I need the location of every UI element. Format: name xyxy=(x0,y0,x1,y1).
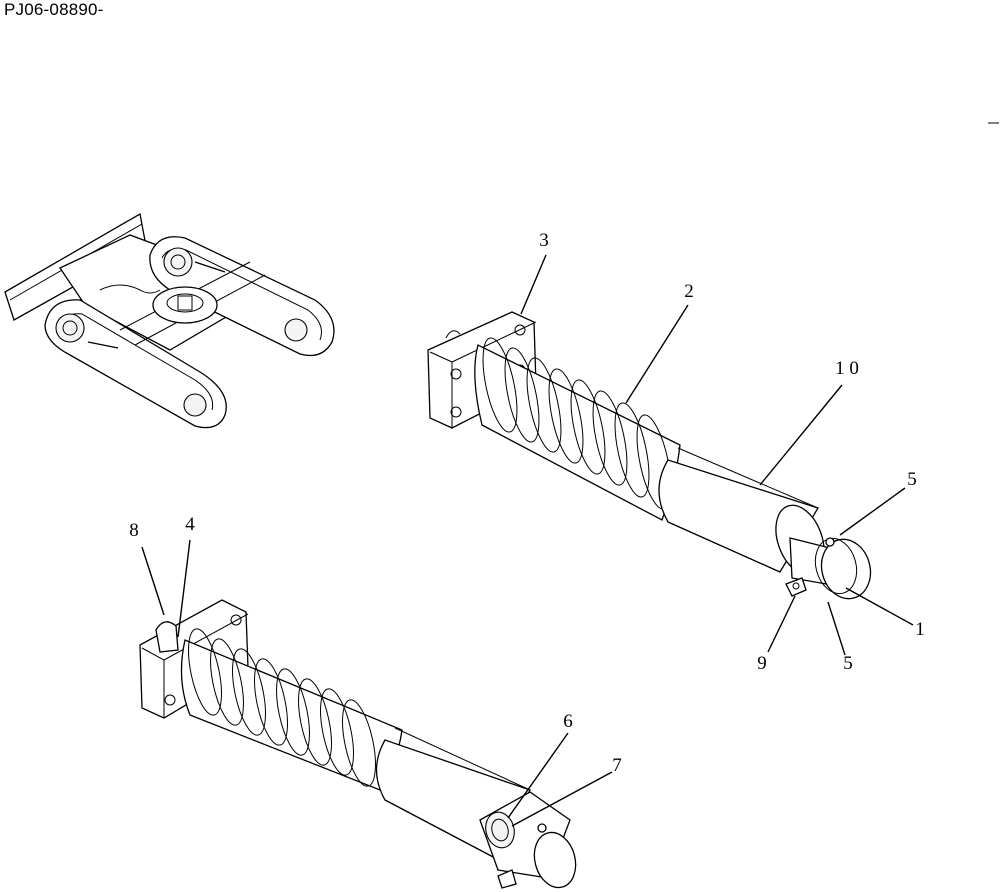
callout-5-top: 5 xyxy=(907,469,917,490)
callout-9: 9 xyxy=(757,653,767,674)
callout-2: 2 xyxy=(684,281,694,302)
callout-5-bottom: 5 xyxy=(843,653,853,674)
callout-1: 1 xyxy=(915,619,925,640)
callout-8: 8 xyxy=(129,520,139,541)
document-id-label: PJ06-08890- xyxy=(4,0,104,19)
lower-cylinder-assembly xyxy=(139,599,577,889)
leader-lines xyxy=(141,254,914,827)
callout-3: 3 xyxy=(539,230,549,251)
callout-7: 7 xyxy=(612,755,622,776)
callout-10: 1 0 xyxy=(835,358,859,379)
upper-cylinder-assembly xyxy=(427,311,872,600)
callout-6: 6 xyxy=(563,711,573,732)
undercarriage-overview-icon xyxy=(4,212,335,429)
callout-4: 4 xyxy=(185,514,195,535)
